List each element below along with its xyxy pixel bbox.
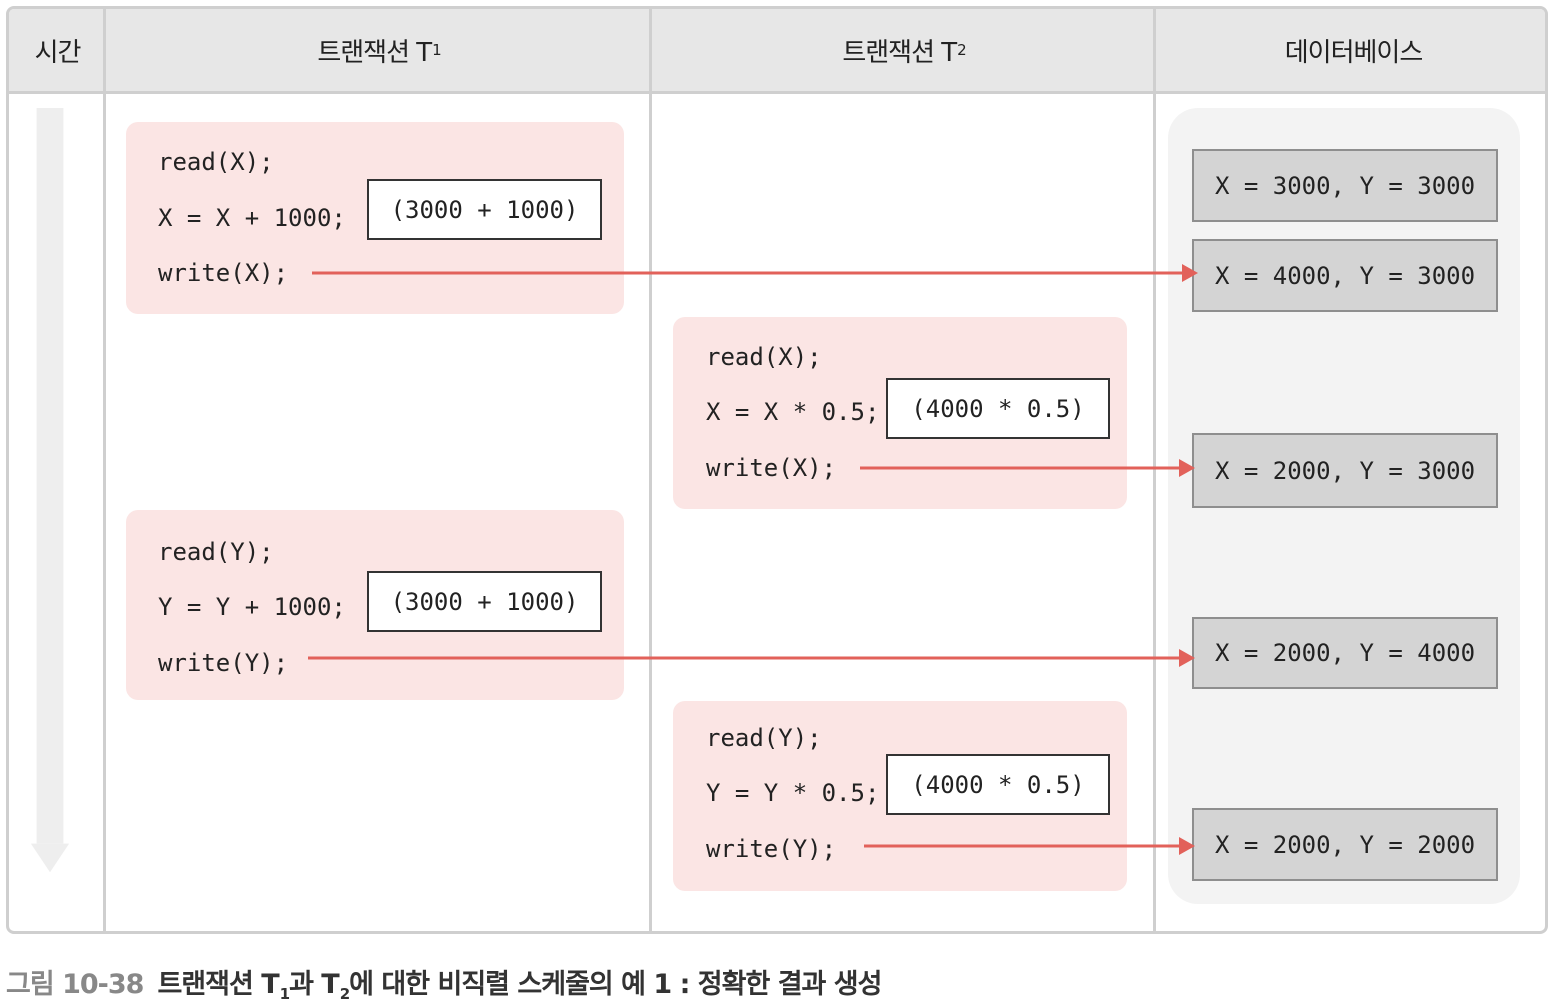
- db-state-after-t2-x: X = 2000, Y = 3000: [1192, 433, 1498, 508]
- header-time: 시간: [9, 9, 106, 91]
- t2-write-x: write(X);: [706, 454, 837, 482]
- header-db: 데이터베이스: [1156, 9, 1545, 91]
- header-db-label: 데이터베이스: [1284, 37, 1424, 68]
- caption-sub1: 1: [279, 985, 290, 1003]
- t1-calc-y: (3000 + 1000): [367, 571, 602, 632]
- column-divider: [103, 9, 106, 931]
- t2-read-x: read(X);: [706, 343, 822, 371]
- t1-calc-x: (3000 + 1000): [367, 179, 602, 240]
- time-arrow-icon: [30, 108, 70, 873]
- db-state-after-t1-x: X = 4000, Y = 3000: [1192, 239, 1498, 312]
- arrow-t2-write-x-head: [1179, 459, 1195, 477]
- t2-assign-y: Y = Y * 0.5;: [706, 779, 880, 807]
- t2-calc-x: (4000 * 0.5): [886, 378, 1110, 439]
- caption-sub2: 2: [339, 985, 350, 1003]
- t2-write-y: write(Y);: [706, 835, 837, 863]
- header-t1-label: 트랜잭션 T: [317, 37, 432, 68]
- figure-caption: 그림 10-38 트랜잭션 T1과 T2에 대한 비직렬 스케줄의 예 1 : 정…: [6, 962, 882, 1003]
- t2-read-y: read(Y);: [706, 724, 822, 752]
- header-t1-subscript: 1: [432, 41, 441, 59]
- arrow-t1-write-y-head: [1179, 649, 1195, 667]
- t1-read-x: read(X);: [158, 148, 274, 176]
- db-state-after-t1-y: X = 2000, Y = 4000: [1192, 617, 1498, 689]
- t2-assign-x: X = X * 0.5;: [706, 398, 880, 426]
- header-time-label: 시간: [34, 37, 82, 68]
- header-t2-label: 트랜잭션 T: [842, 37, 957, 68]
- t1-write-x: write(X);: [158, 259, 289, 287]
- column-divider: [1153, 9, 1156, 931]
- arrow-t2-write-y-head: [1179, 837, 1195, 855]
- caption-text-c: 에 대한 비직렬 스케줄의 예 1 : 정확한 결과 생성: [349, 969, 882, 1000]
- t1-write-y: write(Y);: [158, 649, 289, 677]
- t2-calc-y: (4000 * 0.5): [886, 754, 1110, 815]
- db-state-after-t2-y: X = 2000, Y = 2000: [1192, 808, 1498, 881]
- caption-text-b: 과 T: [289, 969, 340, 1000]
- caption-number: 그림 10-38: [6, 969, 144, 1000]
- caption-text-a: 트랜잭션 T: [157, 969, 279, 1000]
- db-state-initial: X = 3000, Y = 3000: [1192, 149, 1498, 222]
- t1-assign-x: X = X + 1000;: [158, 204, 346, 232]
- t1-read-y: read(Y);: [158, 538, 274, 566]
- arrow-t1-write-x-head: [1182, 264, 1198, 282]
- t1-assign-y: Y = Y + 1000;: [158, 593, 346, 621]
- header-t2-subscript: 2: [957, 41, 966, 59]
- column-divider: [649, 9, 652, 931]
